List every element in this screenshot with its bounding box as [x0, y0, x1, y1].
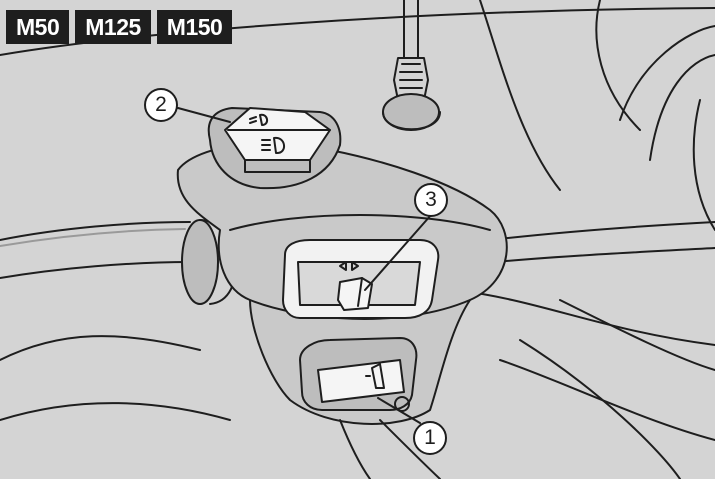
model-badge: M150 [156, 10, 233, 44]
model-badges: M50 M125 M150 [6, 10, 233, 44]
turn-arrows-icon [339, 261, 359, 271]
model-badge: M125 [75, 10, 151, 44]
high-beam-icon [261, 136, 285, 154]
horn-icon [365, 363, 385, 389]
callout-turn-indicator-switch: 3 [414, 183, 448, 217]
callout-horn-button: 1 [413, 421, 447, 455]
model-badge: M50 [6, 10, 70, 44]
low-beam-icon [249, 113, 268, 126]
callout-light-switch: 2 [144, 88, 178, 122]
